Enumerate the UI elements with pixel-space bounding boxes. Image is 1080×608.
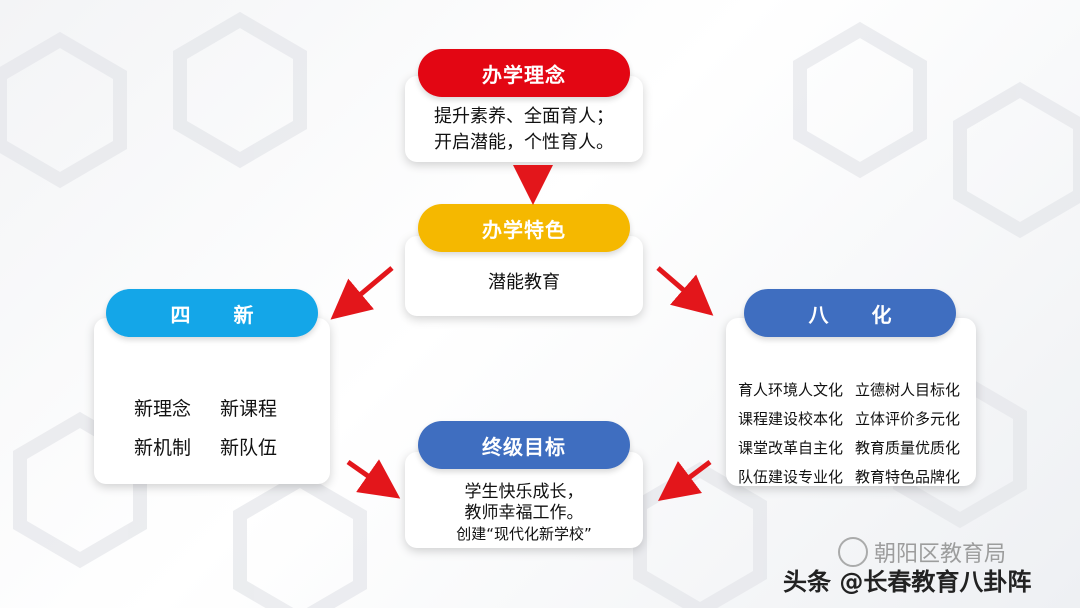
footer-credit: 头条 @长春教育八卦阵 — [783, 568, 1032, 596]
feature-title: 办学特色 — [418, 204, 630, 252]
eight-item: 教育特色品牌化 — [855, 468, 961, 486]
four-new-item: 新机制 — [134, 437, 192, 459]
philosophy-title: 办学理念 — [418, 49, 630, 97]
eight-item: 课堂改革自主化 — [738, 439, 844, 457]
eight-row: 育人环境人文化立德树人目标化 — [738, 376, 960, 405]
eight-item: 课程建设校本化 — [738, 410, 844, 428]
four-new-item: 新理念 — [134, 398, 192, 420]
eight-item: 教育质量优质化 — [855, 439, 961, 457]
eight-row: 队伍建设专业化教育特色品牌化 — [738, 463, 960, 492]
goal-line-3: 创建“现代化新学校” — [456, 525, 592, 543]
four-new-card: 新理念 新课程 新机制 新队伍 — [94, 318, 330, 484]
feature-text: 潜能教育 — [488, 272, 560, 293]
arrow-feature-to-four-new — [330, 266, 394, 320]
eight-item: 立体评价多元化 — [855, 410, 961, 428]
eight-item: 育人环境人文化 — [738, 381, 844, 399]
four-new-grid: 新理念 新课程 新机制 新队伍 — [134, 394, 306, 460]
arrow-four-new-to-goal — [346, 459, 401, 499]
watermark-text: 朝阳区教育局 — [874, 542, 1007, 567]
eight-row: 课程建设校本化立体评价多元化 — [738, 405, 960, 434]
eight-item: 队伍建设专业化 — [738, 468, 844, 486]
eight-title: 八 化 — [744, 289, 956, 337]
wechat-icon — [838, 537, 868, 567]
arrow-eight-to-goal — [658, 460, 712, 501]
eight-card: 育人环境人文化立德树人目标化 课程建设校本化立体评价多元化 课堂改革自主化教育质… — [726, 318, 976, 486]
four-new-title: 四 新 — [106, 289, 318, 337]
goal-title: 终级目标 — [418, 421, 630, 469]
eight-item: 立德树人目标化 — [855, 381, 961, 399]
goal-line-2: 教师幸福工作。 — [464, 503, 584, 523]
philosophy-line-1: 提升素养、全面育人； — [434, 106, 614, 127]
philosophy-line-2: 开启潜能，个性育人。 — [434, 132, 614, 153]
eight-row: 课堂改革自主化教育质量优质化 — [738, 434, 960, 463]
four-new-item: 新队伍 — [220, 437, 278, 459]
goal-line-1: 学生快乐成长， — [464, 482, 584, 502]
arrow-feature-to-eight — [656, 266, 714, 316]
watermark: 朝阳区教育局 — [838, 536, 1006, 568]
four-new-item: 新课程 — [220, 398, 278, 420]
eight-list: 育人环境人文化立德树人目标化 课程建设校本化立体评价多元化 课堂改革自主化教育质… — [738, 376, 960, 492]
